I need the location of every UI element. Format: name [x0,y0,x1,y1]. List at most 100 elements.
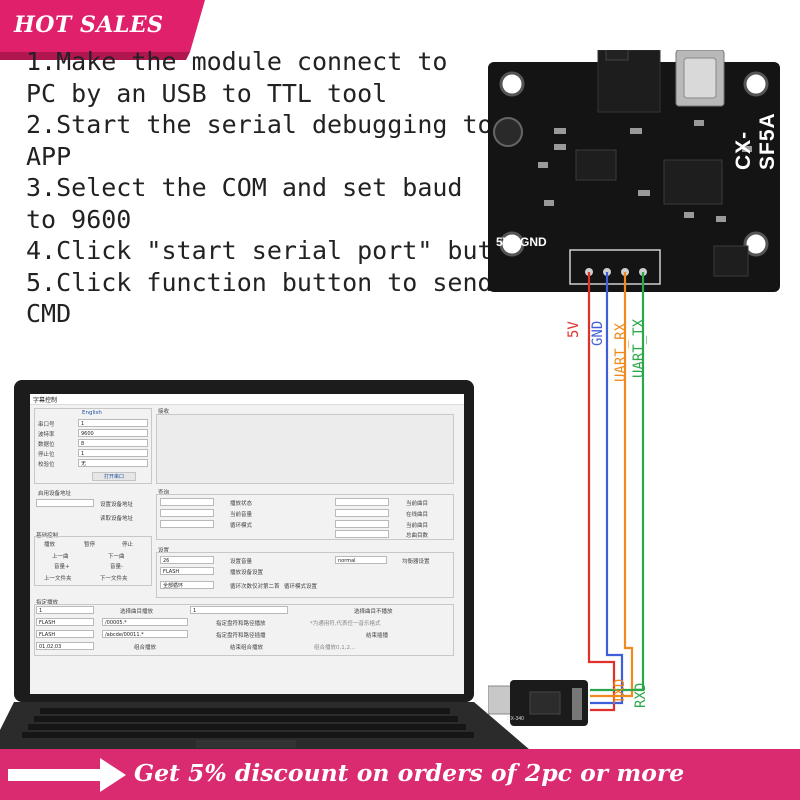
combo-field[interactable]: 01,02,03 [36,642,94,650]
query-field [335,530,389,538]
device-address-field[interactable] [36,499,94,507]
set-volume-button[interactable]: 设置音量 [230,559,253,565]
next-folder-button[interactable]: 下一文件夹 [100,576,128,582]
path-hint: *为通用符,代表任一音乐格式 [310,621,381,627]
wire-label-uart-tx: UART_TX [631,318,647,378]
port-settings-group [34,408,152,484]
wire-label-txd: TXD [612,678,628,704]
baud-select[interactable]: 9600 [78,429,148,437]
set-address-button[interactable]: 设置设备地址 [100,502,134,508]
volume-down-button[interactable]: 音量- [110,564,123,570]
step-line: CMD [26,299,72,328]
parity-select[interactable]: 无 [78,459,148,467]
next-button[interactable]: 下一曲 [108,554,125,560]
read-address-button[interactable]: 读取设备地址 [100,516,134,522]
port-label: 串口号 [38,422,55,428]
drive-select[interactable]: FLASH [36,618,94,626]
basic-control-group [34,536,152,586]
query-field [335,509,389,517]
promo-text[interactable]: Get 5% discount on orders of 2pc or more [134,759,685,787]
wire-label-gnd: GND [590,320,606,346]
track-field-2[interactable]: 1 [190,606,288,614]
arrow-right-icon [8,758,126,792]
prev-folder-button[interactable]: 上一文件夹 [44,576,72,582]
end-combo-button[interactable]: 结束组合播放 [230,645,264,651]
usb-ttl-label: CX-340 [507,716,524,722]
step-line: to 9600 [26,204,132,234]
open-port-button[interactable]: 打开串口 [92,472,136,481]
play-button[interactable]: 播放 [44,542,56,548]
wire-tx [590,272,645,692]
query-right-button[interactable]: 总曲目数 [406,533,429,539]
board-gnd-label: GND [520,235,547,249]
query-right-button[interactable]: 当前曲目 [406,523,429,529]
set-eq-button[interactable]: 均衡器设置 [402,559,430,565]
instruction-steps: 1.Make the module connect to PC by an US… [26,46,538,330]
path-field[interactable]: /abcde/00011.* [102,630,188,638]
device-address-checkbox[interactable]: 启用设备地址 [38,491,72,497]
port-select[interactable]: 1 [78,419,148,427]
select-track-noplay-button[interactable]: 选择曲目不播放 [354,609,393,615]
parity-label: 校验位 [38,462,55,468]
query-group-label: 查询 [158,490,170,496]
receive-area [156,414,454,484]
query-left-button[interactable]: 当前音量 [230,512,253,518]
wiring [587,272,645,712]
specify-play-group [34,604,454,656]
cx-sf5a-board [488,50,780,292]
stop-bits-label: 停止位 [38,452,55,458]
board-5v-label: 5V [496,235,511,249]
step-line: 5.Click function button to send [26,267,493,297]
eq-select[interactable]: normal [335,556,387,564]
data-bits-label: 数据位 [38,442,55,448]
end-insert-button[interactable]: 结束插播 [366,633,389,639]
volume-up-button[interactable]: 音量+ [54,564,70,570]
play-path-button[interactable]: 指定盘符和路径播放 [216,621,266,627]
wire-rx [590,272,634,698]
serial-tool-window: 字幕控制 English 串口号 1 波特率 9600 数据位 8 停止位 1 … [30,394,464,694]
device-select[interactable]: FLASH [160,567,214,575]
step-line: 1.Make the module connect to [26,47,448,76]
volume-field[interactable]: 26 [160,556,214,564]
query-left-button[interactable]: 循环模式 [230,523,253,529]
title-bar [30,394,464,405]
set-device-button[interactable]: 播放设备设置 [230,570,264,576]
receive-group-label: 接收 [158,409,170,415]
language-label: English [82,410,102,416]
loop-note: 循环次数仅对第二首 [230,584,280,590]
hot-sales-label: HOT SALES [14,12,164,38]
wire-5v [587,272,616,712]
drive-select[interactable]: FLASH [36,630,94,638]
wire-label-rxd: RXD [633,682,649,708]
path-field[interactable]: /00005.* [102,618,188,626]
previous-button[interactable]: 上一曲 [52,554,69,560]
query-left-button[interactable]: 播放状态 [230,501,253,507]
step-line: 3.Select the COM and set baud [26,173,463,202]
usb-ttl-module [488,680,588,726]
step-line: PC by an USB to TTL tool [26,78,388,108]
combo-play-button[interactable]: 组合播放 [134,645,157,651]
select-track-button[interactable]: 选择曲目播放 [120,609,154,615]
query-group [156,494,454,540]
query-right-button[interactable]: 当前曲目 [406,501,429,507]
specify-group-label: 指定播放 [36,600,59,606]
query-field [335,498,389,506]
query-field [335,520,389,528]
stop-bits-select[interactable]: 1 [78,449,148,457]
loop-select[interactable]: 全部循环 [160,581,214,589]
query-right-button[interactable]: 在线曲目 [406,512,429,518]
step-line: APP [26,141,72,171]
track-field[interactable]: 1 [36,606,94,614]
stop-button[interactable]: 停止 [122,542,134,548]
set-loop-button[interactable]: 循环模式设置 [284,584,318,590]
insert-path-button[interactable]: 指定盘符和路径插播 [216,633,266,639]
data-bits-select[interactable]: 8 [78,439,148,447]
pause-button[interactable]: 暂停 [84,542,96,548]
settings-group [156,552,454,598]
hot-sales-banner [0,0,205,60]
settings-group-label: 设置 [158,548,170,554]
combo-hint: 组合播放0,1,2... [314,645,356,651]
promo-banner [0,749,800,800]
wire-gnd [590,272,624,705]
wire-label-5v: 5V [566,321,582,338]
